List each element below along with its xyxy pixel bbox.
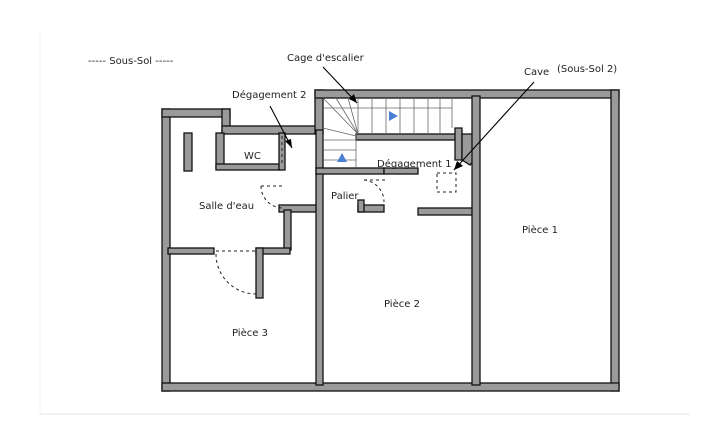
wall-piece3-door-jamb — [255, 247, 264, 299]
wall-piece1-west — [471, 95, 481, 386]
label-piece-1: Pièce 1 — [522, 224, 558, 236]
label-salle-eau: Salle d'eau — [199, 201, 254, 212]
door-piece3-swing — [215, 253, 257, 295]
label-wc: WC — [244, 151, 261, 162]
label-piece-3: Pièce 3 — [232, 327, 268, 339]
plan-title: ----- Sous-Sol ----- — [88, 56, 174, 67]
label-sous-sol-2: (Sous-Sol 2) — [557, 64, 617, 75]
wall-piece2-north-right — [417, 207, 479, 216]
wall-salle-north-stub — [183, 132, 193, 172]
doors — [215, 136, 457, 295]
staircase — [322, 97, 453, 168]
wall-wc-south — [215, 163, 281, 171]
leader-arrows — [269, 66, 535, 171]
label-degagement-1: Dégagement 1 — [377, 158, 452, 170]
interior-walls — [167, 95, 481, 386]
label-cave: Cave — [524, 67, 549, 78]
cave-hatch — [436, 172, 457, 193]
wall-east — [610, 89, 620, 392]
wall-degagement-north — [383, 167, 419, 175]
wall-salle-east-lower — [283, 209, 292, 251]
stair-arrow-right-icon — [389, 111, 398, 121]
label-palier: Palier — [331, 191, 359, 202]
label-cage-escalier: Cage d'escalier — [287, 53, 365, 64]
door-salle-swing — [260, 185, 284, 209]
wall-wc-east-stub — [278, 132, 286, 171]
label-piece-2: Pièce 2 — [384, 298, 420, 310]
door-palier-swing — [363, 179, 385, 203]
wall-north-middle — [221, 125, 319, 135]
wall-palier-east-stub — [357, 199, 365, 213]
wall-stair-south — [355, 133, 463, 141]
label-degagement-2: Dégagement 2 — [232, 89, 307, 101]
wall-piece3-north-left — [167, 247, 215, 255]
wall-north-right — [314, 89, 620, 99]
wall-palier-north — [315, 167, 385, 175]
wall-piece2-west — [315, 129, 324, 386]
wall-north-left — [161, 108, 231, 118]
wall-stair-east — [454, 127, 463, 161]
exterior-walls — [161, 89, 620, 392]
stair-arrow-up-icon — [337, 153, 347, 162]
wall-south — [161, 382, 620, 392]
